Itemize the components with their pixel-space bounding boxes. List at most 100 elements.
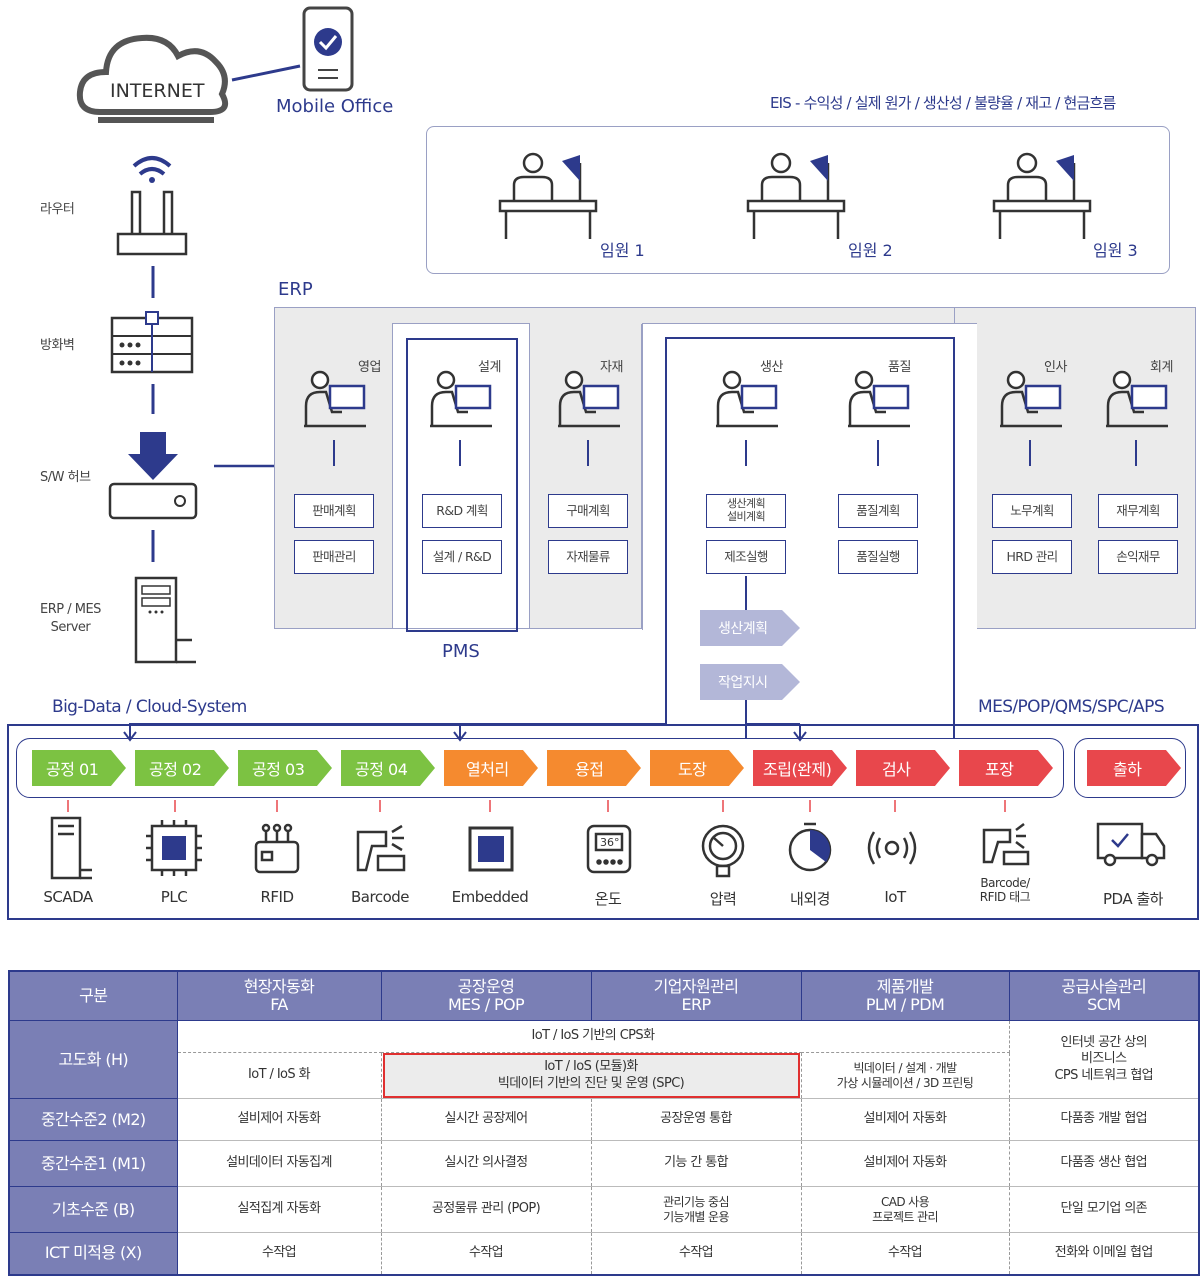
cell-m2-scm: 다품종 개발 협업	[1008, 1098, 1200, 1141]
labor-plan-box: 노무계획	[992, 494, 1072, 528]
router-label: 라우터	[40, 202, 75, 217]
step-packaging: 포장	[959, 750, 1053, 786]
flow-arrow-work-order: 작업지시	[700, 664, 800, 700]
cloud-label: INTERNET	[110, 80, 205, 102]
cell-b-mes: 공정물류 관리 (POP)	[380, 1186, 592, 1233]
cell-m2-plm: 설비제어 자동화	[800, 1098, 1010, 1141]
erp-lines	[304, 337, 1168, 738]
rfid-icon	[254, 823, 300, 874]
header-fa: 현장자동화 FA	[176, 970, 382, 1021]
dept-name-material: 자재	[600, 360, 623, 375]
pms-frame	[406, 338, 518, 632]
device-label-temperature: 온도	[594, 890, 622, 908]
material-logistics-box: 자재물류	[548, 540, 628, 574]
exec-desk-icon	[746, 152, 846, 239]
worker-icon	[848, 370, 910, 428]
header-plm: 제품개발 PLM / PDM	[800, 970, 1010, 1021]
pl-finance-box: 손익재무	[1098, 540, 1178, 574]
device-label-embedded: Embedded	[451, 888, 529, 906]
cell-b-scm: 단일 모기업 의존	[1008, 1186, 1200, 1233]
device-label-pda-shipping: PDA 출하	[1103, 890, 1163, 908]
server-icon	[134, 576, 196, 664]
device-label-scada: SCADA	[43, 888, 93, 906]
eis-title: EIS - 수익성 / 실제 원가 / 생산성 / 불량율 / 재고 / 현금흐…	[770, 94, 1116, 112]
worker-icon	[558, 370, 620, 428]
hub-label: S/W 허브	[40, 470, 91, 485]
row-label-m1: 중간수준1 (M1)	[8, 1140, 178, 1187]
device-label-iot: IoT	[884, 888, 906, 906]
step-shipping: 출하	[1087, 750, 1181, 786]
step-process-01: 공정 01	[32, 750, 126, 786]
quality-exec-box: 품질실행	[838, 540, 918, 574]
erp-panel-right	[954, 307, 1196, 629]
cell-m2-mes: 실시간 공장제어	[380, 1098, 592, 1141]
cloud-icon	[76, 34, 228, 115]
thermostat-icon	[586, 824, 632, 874]
eis-panel	[426, 126, 1170, 274]
device-label-barcode-rfid: Barcode/ RFID 태그	[979, 876, 1031, 905]
cell-b-erp: 관리기능 중심 기능개별 운용	[590, 1186, 802, 1233]
exec-desk-icon	[992, 152, 1092, 239]
thermo-value: 36°	[600, 836, 620, 849]
process-line-frame	[16, 738, 1064, 798]
cell-plm-high: 빅데이터 / 설계 · 개발 가상 시뮬레이션 / 3D 프린팅	[800, 1052, 1010, 1099]
step-process-03: 공정 03	[238, 750, 332, 786]
exec-label-1: 임원 1	[600, 241, 645, 260]
row-label-m2: 중간수준2 (M2)	[8, 1098, 178, 1141]
barcode-scanner-icon	[356, 824, 406, 872]
firewall-label: 방화벽	[40, 338, 75, 353]
stopwatch-icon	[788, 822, 832, 872]
design-rnd-box: 설계 / R&D	[422, 540, 502, 574]
device-label-diameter: 내외경	[790, 890, 830, 908]
bigdata-label: Big-Data / Cloud-System	[52, 697, 247, 717]
mobile-phone-icon	[302, 6, 354, 92]
flow-arrow-production-plan: 생산계획	[700, 610, 800, 646]
worker-icon	[304, 370, 366, 428]
cell-scm-high: 인터넷 공간 상의 비즈니스 CPS 네트워크 협업	[1008, 1020, 1200, 1099]
cell-m1-erp: 기능 간 통합	[590, 1140, 802, 1187]
cell-m2-fa: 설비제어 자동화	[176, 1098, 382, 1141]
worker-icon	[716, 370, 778, 428]
step-painting: 도장	[650, 750, 744, 786]
rnd-plan-box: R&D 계획	[422, 494, 502, 528]
device-label-plc: PLC	[160, 888, 188, 906]
worker-icon	[1106, 370, 1168, 428]
dept-name-accounting: 회계	[1150, 360, 1173, 375]
cell-fa-high: IoT / IoS 화	[176, 1052, 382, 1099]
plc-chip-icon	[146, 820, 202, 876]
exec-desk-icon	[498, 152, 598, 239]
step-process-04: 공정 04	[341, 750, 435, 786]
header-scm: 공급사슬관리 SCM	[1008, 970, 1200, 1021]
cell-spc-highlight: IoT / IoS (모듈)화 빅데이터 기반의 진단 및 운영 (SPC)	[380, 1052, 802, 1099]
cell-x-fa: 수작업	[176, 1232, 382, 1275]
mobile-office-label: Mobile Office	[276, 96, 394, 117]
hub-arrow-icon	[128, 432, 178, 480]
row-label-basic: 기초수준 (B)	[8, 1186, 178, 1233]
firewall-icon	[110, 311, 194, 374]
manufacturing-exec-box: 제조실행	[706, 540, 786, 574]
hrd-mgmt-box: HRD 관리	[992, 540, 1072, 574]
cell-x-scm: 전화와 이메일 협업	[1008, 1232, 1200, 1275]
ship-frame	[1074, 738, 1186, 798]
dept-name-hr: 인사	[1044, 360, 1067, 375]
exec-label-3: 임원 3	[1093, 241, 1138, 260]
cell-x-mes: 수작업	[380, 1232, 592, 1275]
dept-name-sales: 영업	[358, 360, 381, 375]
device-label-pressure: 압력	[709, 890, 737, 908]
header-mes: 공장운영 MES / POP	[380, 970, 592, 1021]
purchase-plan-box: 구매계획	[548, 494, 628, 528]
cell-b-fa: 실적집계 자동화	[176, 1186, 382, 1233]
cell-x-plm: 수작업	[800, 1232, 1010, 1275]
erp-label: ERP	[278, 279, 313, 300]
cell-m1-scm: 다품종 생산 협업	[1008, 1140, 1200, 1187]
mes-label: MES/POP/QMS/SPC/APS	[978, 697, 1165, 717]
step-assembly: 조립(완제)	[753, 750, 847, 786]
sales-plan-box: 판매계획	[294, 494, 374, 528]
quality-plan-box: 품질계획	[838, 494, 918, 528]
barcode-rfid-tag-icon	[982, 823, 1030, 866]
maturity-table: 구분 현장자동화 FA 공장운영 MES / POP 기업자원관리 ERP 제품…	[8, 970, 1200, 1276]
cell-m2-erp: 공장운영 통합	[590, 1098, 802, 1141]
exec-desks	[498, 152, 1092, 239]
hub-icon	[108, 482, 198, 520]
pressure-gauge-icon	[701, 824, 745, 878]
